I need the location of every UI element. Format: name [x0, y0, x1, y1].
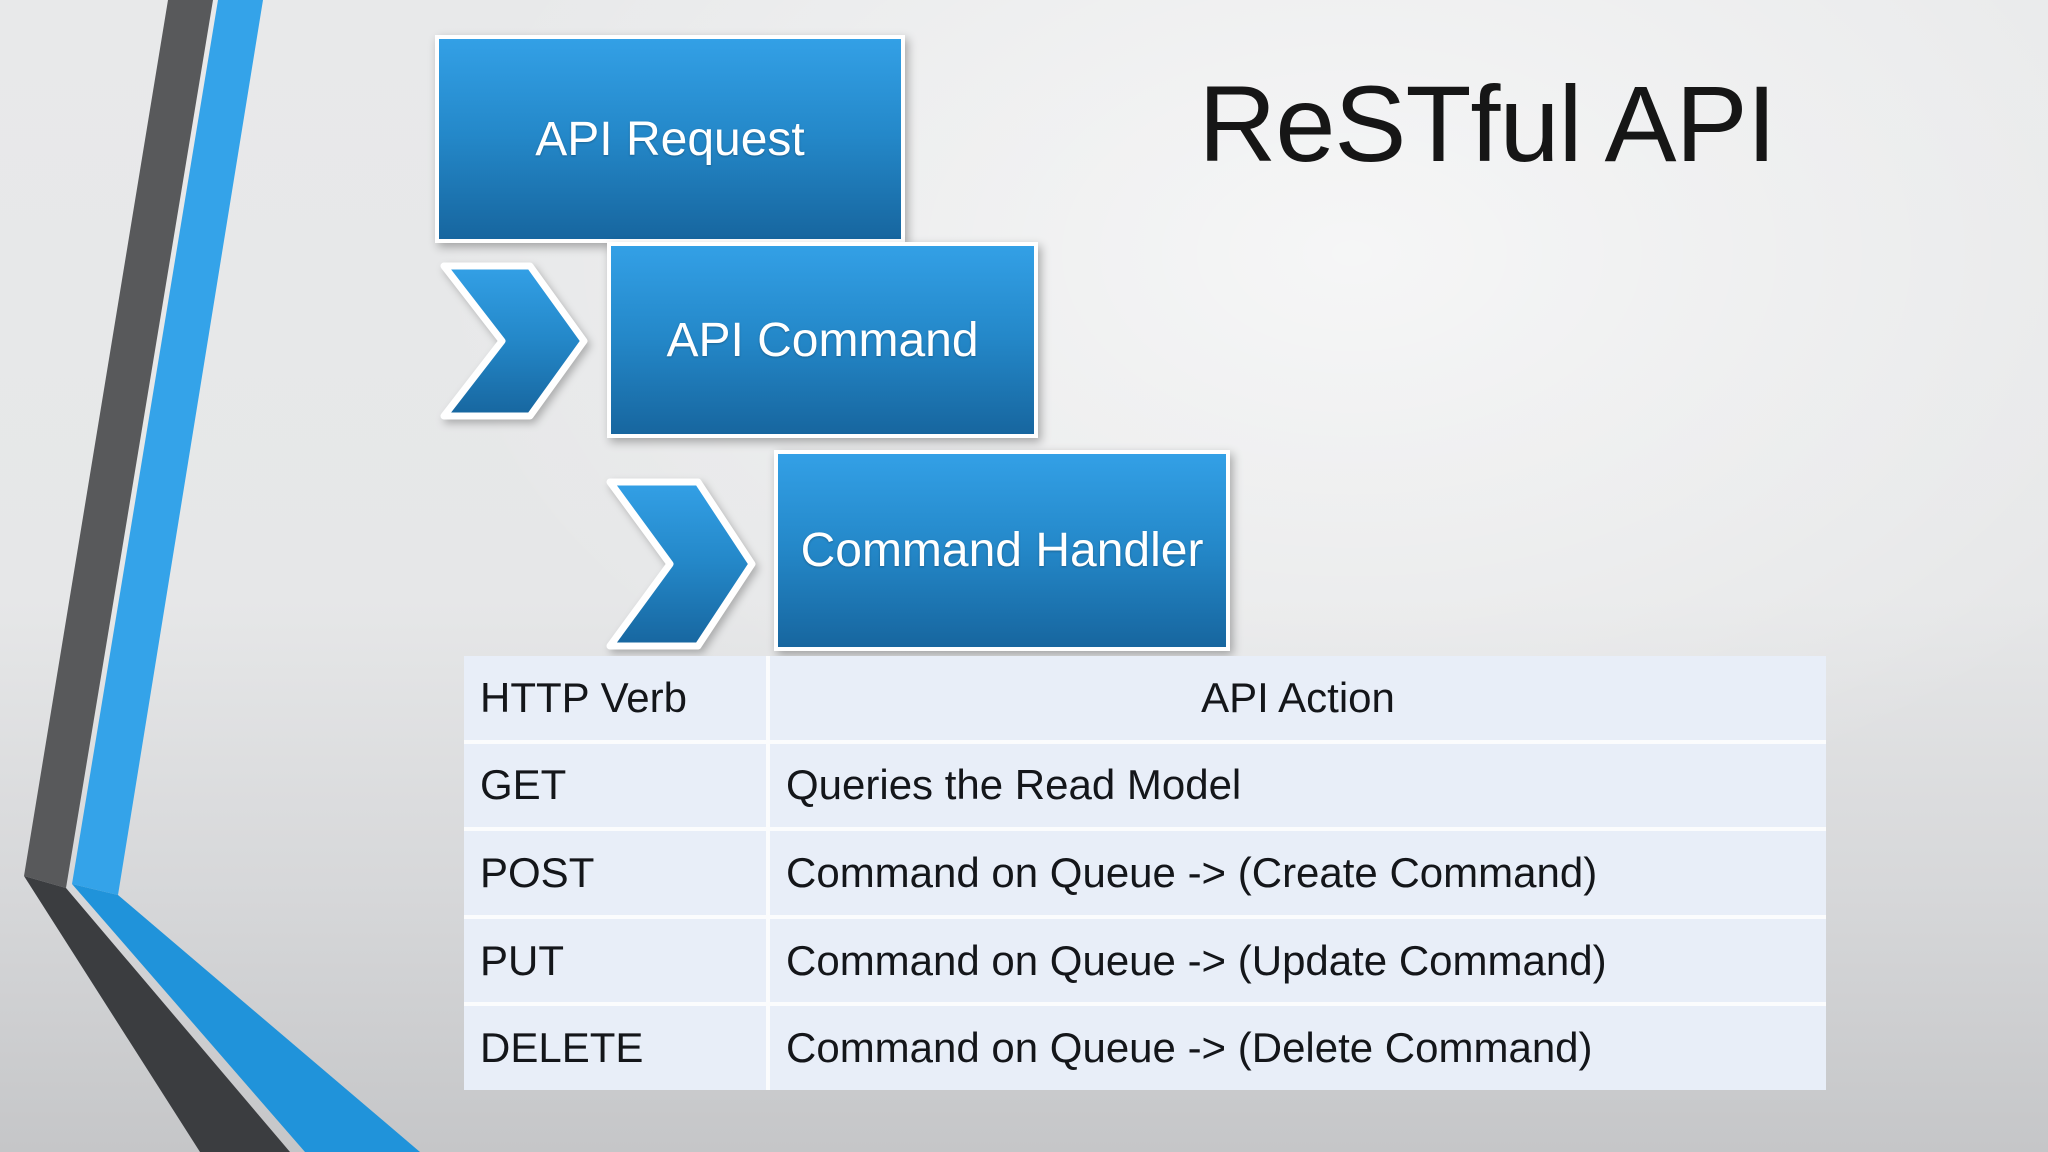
table-cell-verb: POST [464, 831, 766, 915]
http-verb-table: HTTP Verb API Action GET Queries the Rea… [464, 656, 1826, 1090]
table-header-cell-verb: HTTP Verb [464, 656, 766, 740]
ribbon-gray-lower-stripe [24, 876, 290, 1152]
process-step-label: API Command [666, 313, 979, 367]
table-header-cell-action: API Action [770, 656, 1826, 740]
chevron-right-icon [440, 262, 588, 420]
process-step-api-command: API Command [607, 242, 1038, 438]
process-step-command-handler: Command Handler [774, 450, 1230, 651]
slide-title: ReSTful API [1198, 63, 1776, 184]
chevron-right-icon [606, 478, 756, 650]
table-cell-action: Command on Queue -> (Create Command) [770, 831, 1826, 915]
table-cell-verb: GET [464, 743, 766, 828]
ribbon-gray-upper-stripe [24, 0, 213, 888]
table-cell-action: Queries the Read Model [770, 743, 1826, 828]
table-cell-verb: PUT [464, 918, 766, 1003]
table-cell-verb: DELETE [464, 1006, 766, 1090]
table-cell-action: Command on Queue -> (Update Command) [770, 918, 1826, 1003]
process-step-label: API Request [535, 112, 805, 166]
process-step-label: Command Handler [800, 524, 1204, 577]
ribbon-blue-upper-stripe [72, 0, 263, 895]
ribbon-blue-lower-stripe [72, 884, 420, 1152]
table-cell-action: Command on Queue -> (Delete Command) [770, 1006, 1826, 1090]
process-step-api-request: API Request [435, 35, 905, 243]
